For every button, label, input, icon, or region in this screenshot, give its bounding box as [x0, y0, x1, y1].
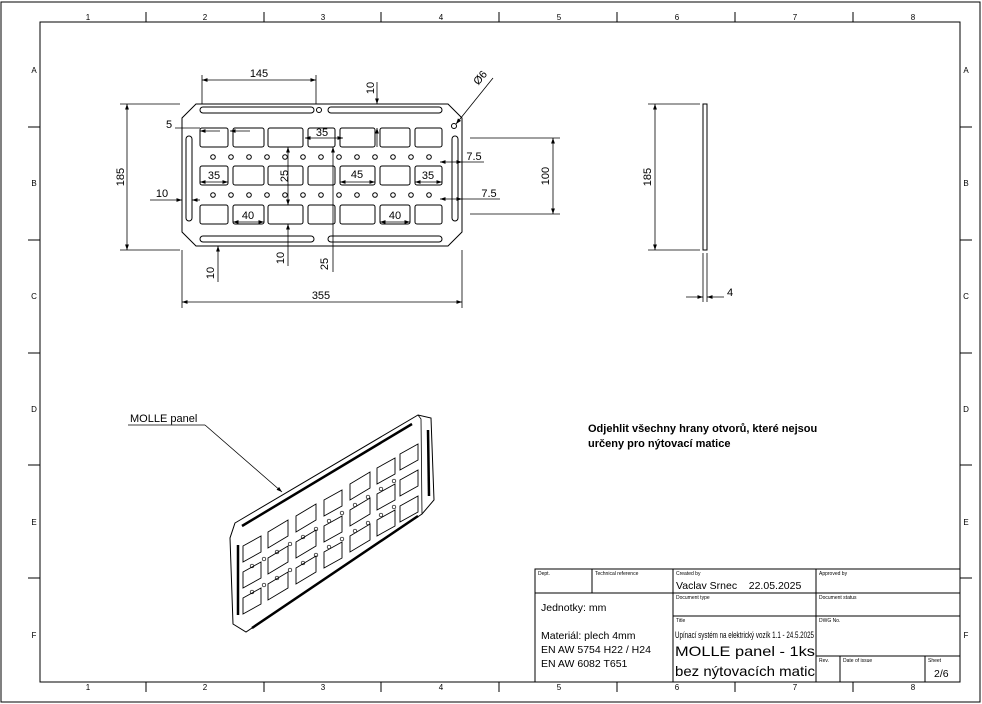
tb-title-line-1: MOLLE panel - 1ks	[675, 643, 815, 659]
dim-40-left: 40	[242, 210, 254, 222]
dim-10-bottom-left: 10	[205, 267, 217, 279]
col-label-bottom-7: 7	[793, 683, 798, 692]
front-view	[181, 103, 463, 247]
row-label-left-a: A	[31, 66, 37, 75]
col-label-top-1: 1	[86, 13, 91, 22]
dim-145: 145	[250, 68, 268, 80]
dim-10-bottom-mid: 10	[275, 252, 287, 264]
tb-sheet-value: 2/6	[934, 668, 949, 680]
tb-sheet-label: Sheet	[928, 658, 942, 664]
dim-185-side: 185	[642, 168, 654, 186]
tb-project: Upínací systém na elektrický vozík 1.1 -…	[675, 630, 814, 640]
row-label-right-e: E	[963, 518, 968, 527]
row-label-left-e: E	[31, 518, 36, 527]
row-label-right-a: A	[963, 66, 969, 75]
col-label-bottom-1: 1	[86, 683, 91, 692]
slot-left	[185, 135, 193, 222]
inner-frame	[39, 21, 961, 683]
hole-top	[316, 107, 322, 113]
dim-7-5-top: 7.5	[466, 151, 481, 163]
row-label-right-d: D	[963, 405, 969, 414]
tb-dwgno-label: DWG No.	[819, 618, 840, 624]
slot-right	[451, 135, 459, 222]
dim-25-bottom: 25	[319, 258, 331, 270]
tb-techref-label: Technical reference	[595, 571, 639, 577]
front-dim-lines	[120, 75, 560, 308]
tb-dept-label: Dept.	[538, 571, 550, 577]
row-label-right-c: C	[963, 292, 969, 301]
tb-created-value: Vaclav Srnec 22.05.2025	[676, 580, 801, 592]
tb-material-3: EN AW 6082 T651	[541, 658, 628, 670]
dim-45: 45	[351, 169, 363, 181]
col-label-top-2: 2	[203, 13, 208, 22]
col-label-top-4: 4	[439, 13, 444, 22]
row-label-right-b: B	[963, 179, 968, 188]
tb-approved-label: Approved by	[819, 571, 848, 577]
tb-docstatus-label: Document status	[819, 595, 857, 601]
hole-corner	[451, 123, 457, 129]
col-label-bottom-5: 5	[557, 683, 562, 692]
note-line-1: Odjehlit všechny hrany otvorů, které nej…	[588, 423, 817, 435]
row-label-left-d: D	[31, 405, 37, 414]
row-label-left-c: C	[31, 292, 37, 301]
col-label-top-6: 6	[675, 13, 680, 22]
iso-label: MOLLE panel	[130, 413, 197, 425]
tb-title-line-2: bez nýtovacích matic	[675, 663, 815, 679]
tb-date-issue-label: Date of issue	[843, 658, 872, 664]
note-line-2: určeny pro nýtovací matice	[588, 438, 730, 450]
isometric-view	[229, 414, 435, 633]
col-label-bottom-4: 4	[439, 683, 444, 692]
slot-top-right	[327, 106, 443, 114]
panel-outline	[181, 103, 463, 247]
dim-5: 5	[166, 119, 172, 131]
col-label-top-5: 5	[557, 13, 562, 22]
tb-title-label: Title	[676, 618, 685, 624]
round-holes-row-2	[210, 192, 432, 198]
col-label-bottom-3: 3	[321, 683, 326, 692]
tb-rev-label: Rev.	[819, 658, 829, 664]
dim-185-front: 185	[115, 168, 127, 186]
dim-355: 355	[312, 290, 330, 302]
col-label-top-8: 8	[911, 13, 916, 22]
dim-40-right: 40	[389, 210, 401, 222]
col-label-top-7: 7	[793, 13, 798, 22]
col-label-bottom-2: 2	[203, 683, 208, 692]
dim-100: 100	[540, 167, 552, 185]
row-label-right-f: F	[964, 631, 969, 640]
title-block	[534, 568, 961, 683]
tb-material-1: Materiál: plech 4mm	[541, 630, 636, 642]
zone-ticks	[28, 12, 972, 692]
dim-4-thickness: 4	[727, 287, 733, 299]
round-holes-row-1	[210, 154, 432, 160]
dim-10-top: 10	[365, 82, 377, 94]
slot-top-left	[199, 106, 315, 114]
dim-25-mid: 25	[279, 170, 291, 182]
dim-35-top: 35	[316, 127, 328, 139]
dim-10-left: 10	[156, 188, 168, 200]
side-view	[648, 103, 724, 302]
col-label-top-3: 3	[321, 13, 326, 22]
slot-bottom-right	[327, 235, 443, 243]
col-label-bottom-6: 6	[675, 683, 680, 692]
slot-bottom-left	[199, 235, 315, 243]
row-label-left-f: F	[32, 631, 37, 640]
tb-units: Jednotky: mm	[541, 602, 607, 614]
row-label-left-b: B	[31, 179, 36, 188]
dim-35-right: 35	[422, 170, 434, 182]
tb-doctype-label: Document type	[676, 595, 710, 601]
dim-35-left: 35	[208, 170, 220, 182]
tb-created-label: Created by	[676, 571, 701, 577]
col-label-bottom-8: 8	[911, 683, 916, 692]
dim-7-5-bottom: 7.5	[481, 188, 496, 200]
tb-material-2: EN AW 5754 H22 / H24	[541, 644, 651, 656]
